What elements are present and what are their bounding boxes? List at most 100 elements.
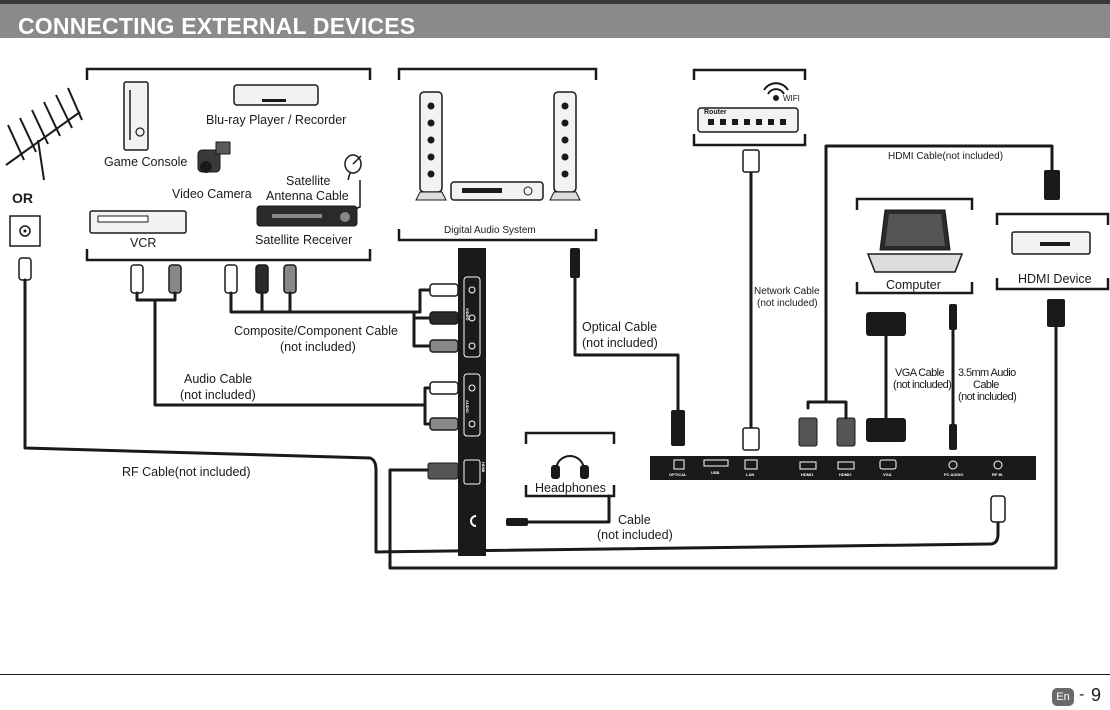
tv-vga-label: VGA bbox=[883, 472, 892, 477]
audio-plug-tv-2 bbox=[429, 417, 459, 431]
tv-audio-port-r bbox=[468, 420, 476, 428]
tv-audio-port-label: AUDIO bbox=[465, 400, 470, 413]
video-camera-icon bbox=[197, 141, 231, 173]
satellite-label-line1: Satellite bbox=[286, 174, 331, 188]
satellite-label-line2: Antenna Cable bbox=[266, 189, 349, 203]
tv-hdmi2-port bbox=[837, 461, 855, 470]
hdmi-device-label: HDMI Device bbox=[1018, 272, 1092, 286]
satellite-dish-icon bbox=[344, 154, 362, 181]
left-speaker-icon bbox=[415, 91, 447, 201]
bluray-player-icon bbox=[233, 84, 319, 106]
satellite-receiver-icon bbox=[256, 205, 358, 227]
hdmi-plug-bottom-2 bbox=[836, 417, 856, 447]
composite-label-line2: (not included) bbox=[280, 340, 356, 354]
router-bracket-bottom bbox=[692, 134, 807, 147]
headphones-bracket-bottom bbox=[524, 485, 616, 498]
rf-plug bbox=[18, 257, 32, 281]
header-band bbox=[0, 0, 1110, 38]
tv-side-hdmi-label: HDMI bbox=[481, 462, 486, 472]
page-number: 9 bbox=[1091, 685, 1102, 705]
hdmi-plug-bottom-1 bbox=[798, 417, 818, 447]
tv-hdmi1-label: HDMI1 bbox=[801, 472, 814, 477]
game-console-icon bbox=[123, 81, 149, 151]
game-console-label: Game Console bbox=[104, 155, 187, 169]
composite-plug-src-3 bbox=[224, 264, 238, 294]
composite-cable-route-3 bbox=[412, 316, 434, 348]
rf-cable-route bbox=[23, 278, 1000, 554]
tv-hdmi1-port bbox=[799, 461, 817, 470]
composite-plug-tv-2 bbox=[429, 311, 459, 325]
audio35-label-line2: Cable bbox=[973, 379, 999, 391]
vga-plug-bottom bbox=[866, 418, 906, 442]
audio-system-bracket-bottom bbox=[397, 229, 598, 242]
tv-audio-port-l bbox=[468, 384, 476, 392]
composite-plug-src-4 bbox=[255, 264, 269, 294]
composite-plug-src-1 bbox=[130, 264, 144, 294]
computer-label: Computer bbox=[886, 278, 941, 292]
hdmi-cable-top bbox=[806, 144, 1054, 410]
audio-cable-route bbox=[135, 291, 434, 407]
composite-plug-src-5 bbox=[283, 264, 297, 294]
tv-optical-port bbox=[673, 459, 685, 470]
tv-usb-label: USB bbox=[711, 470, 720, 475]
composite-plug-src-2 bbox=[168, 264, 182, 294]
network-plug-top bbox=[742, 149, 760, 173]
hdmi-cable-label: HDMI Cable(not included) bbox=[888, 151, 1003, 162]
right-speaker-icon bbox=[549, 91, 581, 201]
audio35-label-line3: (not included) bbox=[958, 391, 1016, 403]
page-separator: - bbox=[1079, 686, 1085, 703]
router-icon bbox=[697, 107, 799, 133]
tv-video-port-label: VIDEO bbox=[465, 308, 470, 320]
audio-cable-label-line1: Audio Cable bbox=[184, 372, 252, 386]
rf-plug-tv bbox=[990, 495, 1006, 523]
tv-rf-label: RF IN bbox=[992, 472, 1003, 477]
page-title: CONNECTING EXTERNAL DEVICES bbox=[18, 13, 416, 39]
vga-label-line2: (not included) bbox=[893, 379, 951, 391]
digital-audio-label: Digital Audio System bbox=[444, 225, 536, 236]
tv-audio-port-group bbox=[463, 373, 481, 437]
tv-vga-port bbox=[879, 459, 897, 470]
audio35-label-line1: 3.5mm Audio bbox=[958, 367, 1016, 379]
tv-av-port-1 bbox=[468, 286, 476, 294]
computer-bracket-top bbox=[855, 197, 974, 210]
sources-bracket-bottom bbox=[85, 249, 372, 262]
wifi-label: WIFI bbox=[783, 94, 800, 103]
headphone-cable-label-line1: Cable bbox=[618, 513, 651, 527]
vga-plug-top bbox=[866, 312, 906, 336]
wifi-icon bbox=[763, 82, 789, 101]
network-cable-label-line1: Network Cable bbox=[754, 286, 820, 297]
computer-hdmi-cable-2 bbox=[826, 400, 848, 420]
headphone-jack-icon bbox=[470, 515, 477, 527]
network-cable-label-line2: (not included) bbox=[757, 298, 818, 309]
tv-pc-audio-label: PC AUDIO bbox=[944, 472, 963, 477]
router-label: Router bbox=[704, 109, 727, 116]
composite-cable-route-2 bbox=[260, 291, 434, 320]
optical-cable bbox=[573, 276, 680, 414]
tv-optical-label: OPTICAL bbox=[669, 472, 687, 477]
tv-lan-label: LAN bbox=[746, 472, 754, 477]
network-plug-bottom bbox=[742, 427, 760, 451]
audio-system-bracket-top bbox=[397, 67, 598, 80]
tv-av-port-2 bbox=[468, 314, 476, 322]
hdmi-device-bracket-bottom bbox=[995, 278, 1110, 291]
composite-cable-route bbox=[229, 288, 434, 314]
antenna-icon bbox=[5, 87, 83, 181]
tv-av-port-3 bbox=[468, 342, 476, 350]
hdmi-device-icon bbox=[1011, 231, 1091, 255]
tv-usb-port bbox=[703, 459, 729, 467]
vcr-label: VCR bbox=[130, 236, 156, 250]
footer-line bbox=[0, 674, 1110, 675]
composite-label-line1: Composite/Component Cable bbox=[234, 324, 398, 338]
rf-cable-label: RF Cable(not included) bbox=[122, 465, 251, 479]
audio35-plug-bottom bbox=[949, 424, 957, 450]
tv-lan-port bbox=[744, 459, 758, 470]
headphone-plug bbox=[506, 518, 528, 526]
bluray-label: Blu-ray Player / Recorder bbox=[206, 113, 346, 127]
tv-av-port-group bbox=[463, 276, 481, 358]
composite-plug-tv-1 bbox=[429, 283, 459, 297]
audio-receiver-icon bbox=[450, 181, 544, 201]
headphones-icon bbox=[551, 455, 589, 479]
vga-label-line1: VGA Cable bbox=[895, 367, 945, 379]
tv-side-panel bbox=[458, 248, 486, 556]
